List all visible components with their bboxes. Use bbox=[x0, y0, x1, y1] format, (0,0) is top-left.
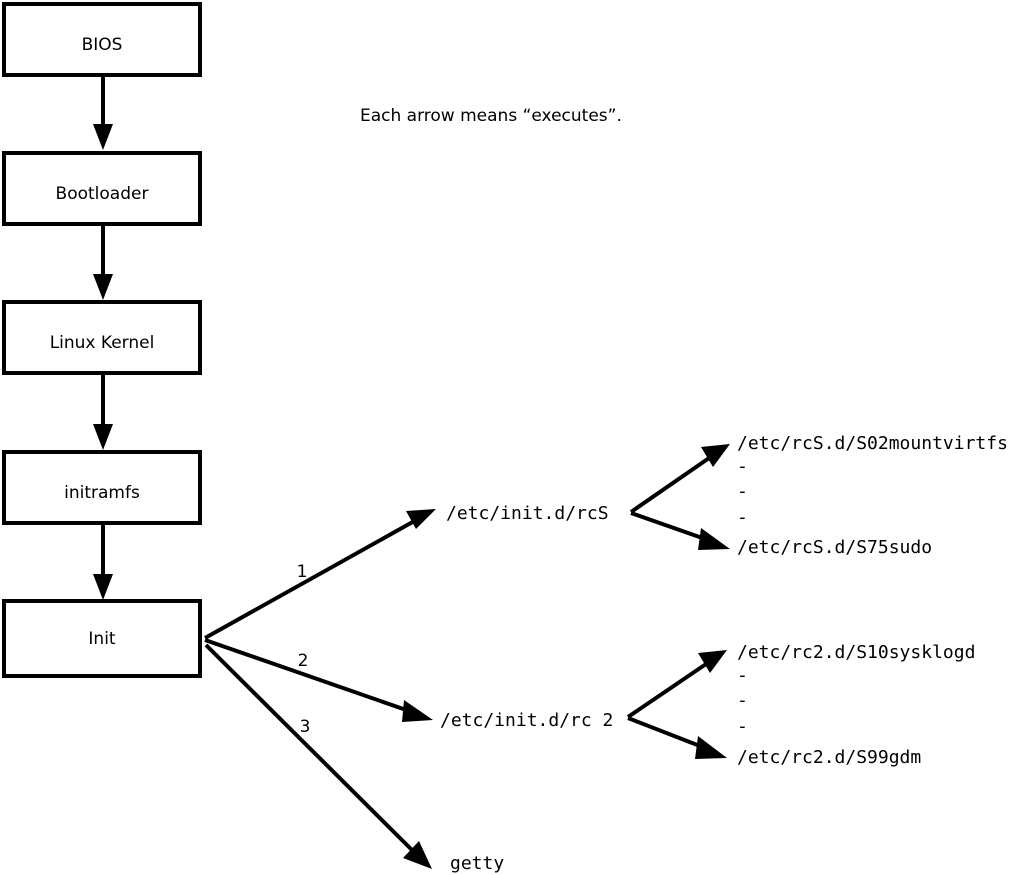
node-linux-kernel-rect bbox=[2, 300, 202, 375]
node-bootloader-rect bbox=[2, 151, 202, 226]
edge-rc2-last-arrowhead-icon bbox=[695, 736, 727, 759]
edge-initramfs-init-arrowhead-icon bbox=[93, 574, 113, 600]
edge-rcs-first-line bbox=[629, 454, 714, 514]
init-target-rcs-label: /etc/init.d/rcS bbox=[446, 503, 609, 524]
edge-init-to-rcs bbox=[204, 509, 436, 640]
edge-bios-to-bootloader bbox=[93, 75, 113, 150]
rcs-ellipsis-dash-2: - bbox=[737, 481, 748, 502]
branch-number-3: 3 bbox=[300, 717, 311, 737]
edge-rcs-first-arrowhead-icon bbox=[701, 444, 730, 467]
node-bios-label: BIOS bbox=[82, 35, 123, 55]
node-linux-kernel-label: Linux Kernel bbox=[50, 333, 155, 353]
rc2-script-first-label: /etc/rc2.d/S10sysklogd bbox=[737, 642, 975, 663]
edge-init-rcs-arrowhead-icon bbox=[406, 509, 436, 529]
edge-rcs-last-arrowhead-icon bbox=[698, 528, 730, 550]
edge-rcs-to-last-script bbox=[630, 511, 730, 550]
edge-init-rc2-arrowhead-icon bbox=[402, 700, 433, 722]
edge-init-getty-arrowhead-icon bbox=[403, 841, 432, 869]
node-bootloader-label: Bootloader bbox=[56, 184, 149, 204]
rc2-ellipsis-dash-1: - bbox=[737, 665, 748, 686]
edge-init-getty-line bbox=[204, 643, 416, 854]
node-init-rect bbox=[2, 599, 202, 678]
edge-kernel-initramfs-arrowhead-icon bbox=[93, 424, 113, 450]
init-target-getty-label: getty bbox=[450, 853, 504, 874]
diagram-caption: Each arrow means “executes”. bbox=[360, 106, 622, 126]
node-linux-kernel[interactable]: Linux Kernel bbox=[2, 300, 202, 375]
edge-init-rc2-line bbox=[204, 638, 413, 714]
edge-rcs-last-line bbox=[630, 511, 709, 542]
edge-rc2-first-line bbox=[626, 660, 711, 719]
edge-rc2-last-line bbox=[627, 716, 706, 750]
node-initramfs[interactable]: initramfs bbox=[2, 450, 202, 525]
rcs-script-first-label: /etc/rcS.d/S02mountvirtfs bbox=[737, 433, 1008, 454]
edge-init-to-rc2 bbox=[204, 638, 433, 722]
edge-rc2-to-last-script bbox=[627, 716, 727, 759]
node-init-label: Init bbox=[88, 629, 116, 649]
node-bootloader[interactable]: Bootloader bbox=[2, 151, 202, 226]
edge-kernel-to-initramfs bbox=[93, 373, 113, 450]
rcs-ellipsis-dash-3: - bbox=[737, 507, 748, 528]
branch-number-1: 1 bbox=[297, 562, 308, 582]
rc2-ellipsis-dash-2: - bbox=[737, 690, 748, 711]
edge-bootloader-to-kernel bbox=[93, 224, 113, 300]
node-init[interactable]: Init bbox=[2, 599, 202, 678]
edge-rc2-to-first-script bbox=[626, 650, 727, 719]
node-initramfs-label: initramfs bbox=[64, 483, 140, 503]
rcs-script-last-label: /etc/rcS.d/S75sudo bbox=[737, 537, 932, 558]
edge-bios-bootloader-arrowhead-icon bbox=[93, 124, 113, 150]
edge-rcs-to-first-script bbox=[629, 444, 730, 514]
node-bios[interactable]: BIOS bbox=[2, 2, 202, 77]
edge-init-to-getty bbox=[204, 643, 432, 869]
edge-initramfs-to-init bbox=[93, 523, 113, 600]
edge-bootloader-kernel-arrowhead-icon bbox=[93, 274, 113, 300]
rc2-ellipsis-dash-3: - bbox=[737, 716, 748, 737]
rcs-ellipsis-dash-1: - bbox=[737, 456, 748, 477]
branch-number-2: 2 bbox=[298, 651, 309, 671]
edge-init-rcs-line bbox=[204, 517, 419, 640]
rc2-script-last-label: /etc/rc2.d/S99gdm bbox=[737, 747, 921, 768]
init-target-rc2-label: /etc/init.d/rc 2 bbox=[440, 710, 613, 731]
edge-rc2-first-arrowhead-icon bbox=[698, 650, 727, 673]
